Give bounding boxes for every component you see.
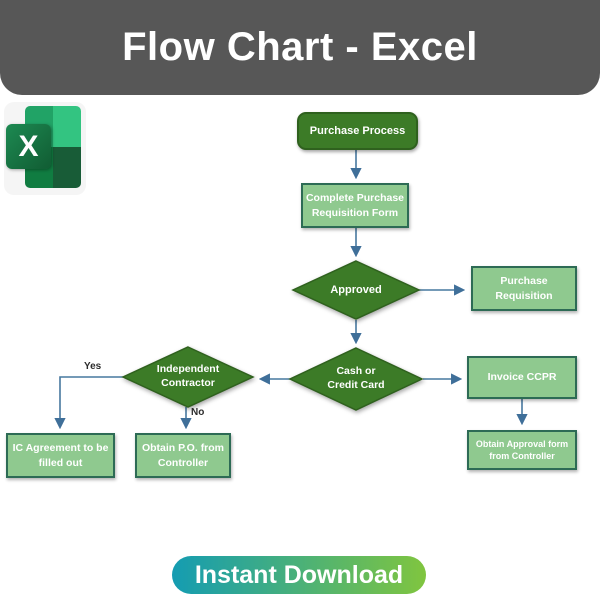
label-cash-or-credit: Cash or Credit Card	[327, 365, 385, 391]
page-title: Flow Chart - Excel	[122, 25, 478, 69]
label-independent-contractor: Independent Contractor	[156, 363, 220, 389]
node-obtain-approval-form: Obtain Approval form from Controller	[467, 430, 577, 470]
excel-x-icon: X	[6, 124, 51, 169]
node-ic-agreement: IC Agreement to be filled out	[6, 433, 115, 478]
instant-download-button[interactable]: Instant Download	[172, 556, 426, 594]
excel-x-letter: X	[18, 129, 39, 163]
node-invoice-ccpr: Invoice CCPR	[467, 356, 577, 399]
edge-label-no: No	[191, 407, 205, 418]
sheet-quadrant-top-right	[53, 106, 81, 147]
sheet-quadrant-bottom-right	[53, 147, 81, 188]
label-approved: Approved	[330, 284, 382, 296]
node-obtain-po: Obtain P.O. from Controller	[135, 433, 231, 478]
edge-label-yes: Yes	[84, 361, 102, 372]
connector-yes-to-ic-agreement	[54, 376, 123, 430]
node-purchase-process: Purchase Process	[297, 112, 418, 150]
node-purchase-requisition: Purchase Requisition	[471, 266, 577, 311]
node-complete-requisition-form: Complete Purchase Requisition Form	[301, 183, 409, 228]
header-banner: Flow Chart - Excel	[0, 0, 600, 95]
